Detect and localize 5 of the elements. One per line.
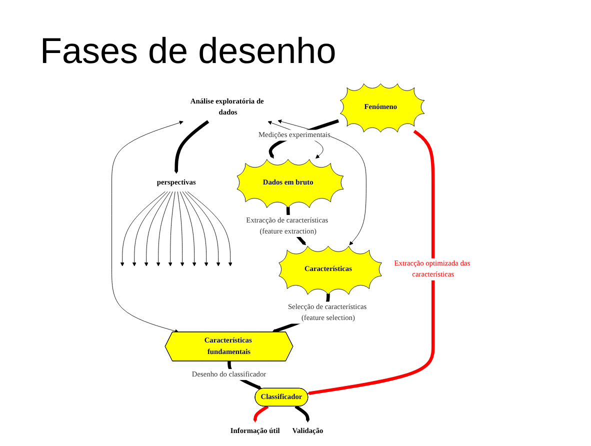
arrow bbox=[294, 405, 310, 422]
arrow bbox=[174, 120, 210, 174]
slide-title: Fases de desenho bbox=[40, 30, 336, 72]
arrow bbox=[253, 405, 269, 422]
arrow bbox=[307, 130, 435, 396]
